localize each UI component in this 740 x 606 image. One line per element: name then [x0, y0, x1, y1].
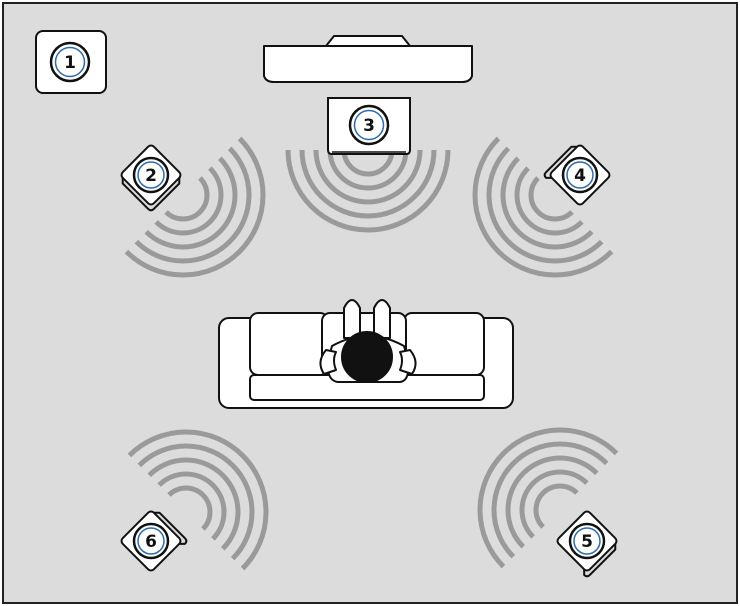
badge-2-label: 2 [145, 166, 157, 186]
badge-3-label: 3 [363, 116, 375, 136]
badge-5: 5 [568, 522, 606, 560]
badge-2: 2 [132, 156, 170, 194]
badge-4: 4 [561, 156, 599, 194]
badge-6: 6 [132, 522, 170, 560]
badge-4-label: 4 [574, 166, 586, 186]
badge-1: 1 [49, 41, 91, 83]
tv-icon [263, 35, 473, 83]
person-icon [319, 299, 417, 383]
badge-6-label: 6 [145, 532, 157, 552]
number-badges: 1 2 3 4 5 6 [49, 41, 606, 560]
badge-3: 3 [348, 104, 390, 146]
badge-5-label: 5 [581, 532, 593, 552]
badge-1-label: 1 [64, 53, 76, 73]
